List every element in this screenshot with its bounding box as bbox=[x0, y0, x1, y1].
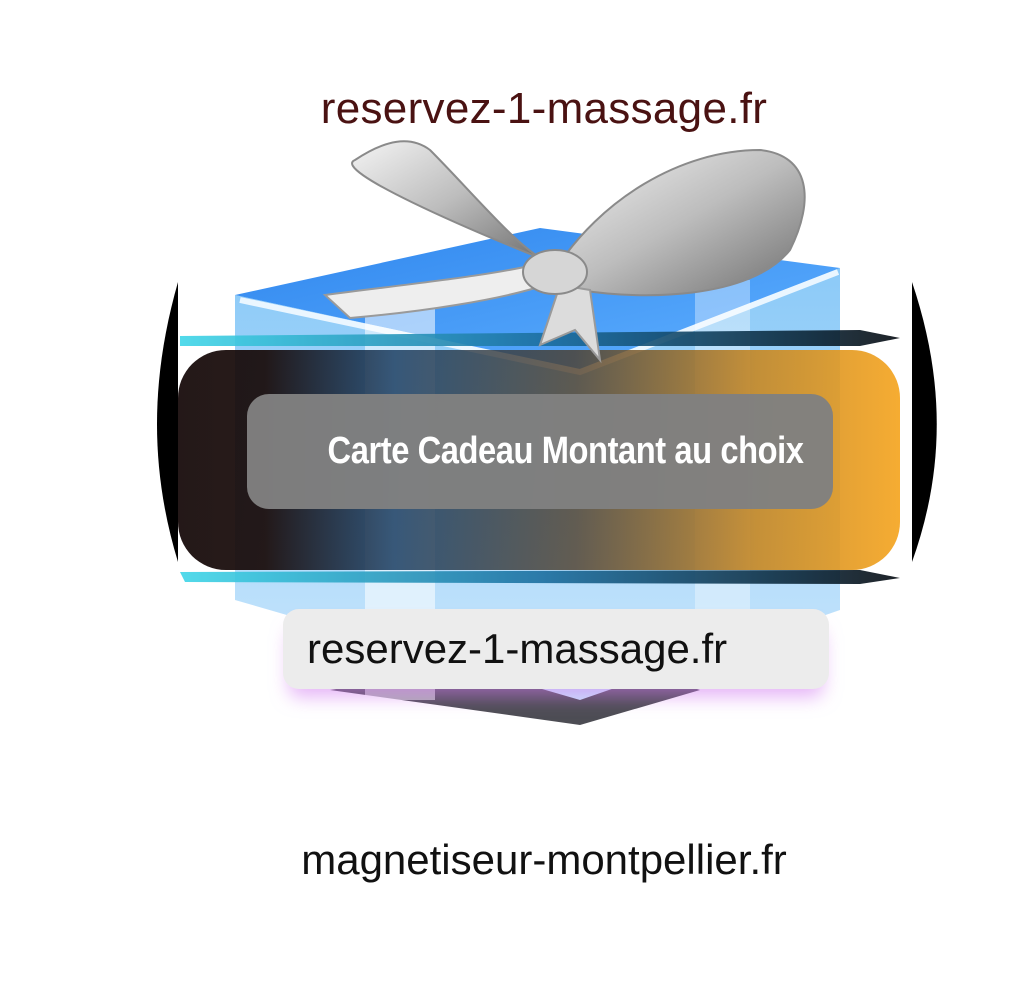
url-pill-text: reservez-1-massage.fr bbox=[307, 625, 728, 672]
footer-url: magnetiseur-montpellier.fr bbox=[301, 836, 787, 883]
gift-card-label: Carte Cadeau Montant au choix bbox=[247, 394, 833, 509]
gift-card-label-text: Carte Cadeau Montant au choix bbox=[327, 430, 804, 472]
url-pill[interactable]: reservez-1-massage.fr bbox=[283, 609, 829, 689]
site-title: reservez-1-massage.fr bbox=[320, 84, 768, 133]
